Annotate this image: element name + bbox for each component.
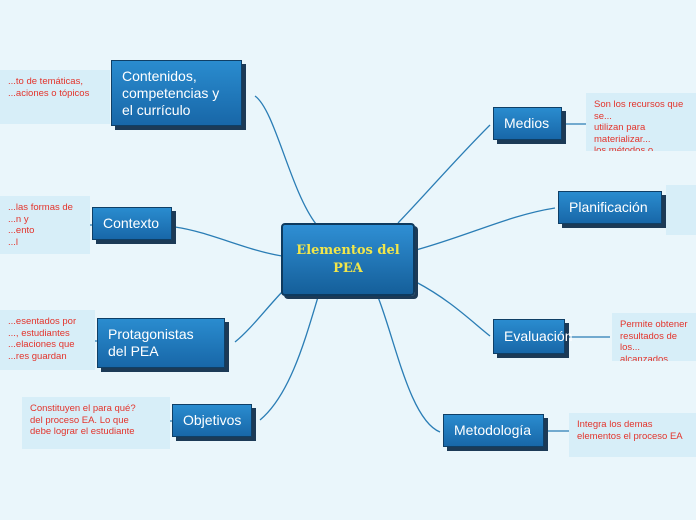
topic-medios[interactable]: Medios: [493, 107, 562, 140]
topic-metodologia[interactable]: Metodología: [443, 414, 544, 447]
topic-evaluacion[interactable]: Evaluación: [493, 319, 573, 354]
central-topic[interactable]: Elementos del PEA: [281, 223, 415, 296]
connector-objetivos: [259, 296, 319, 421]
note-evaluacion: Permite obtener resultados de los... alc…: [612, 313, 696, 361]
note-objetivos: Constituyen el para qué? del proceso EA.…: [22, 397, 170, 449]
connector-evaluacion: [415, 281, 491, 337]
topic-metodologia-label: Metodología: [454, 422, 532, 438]
note-metodologia: Integra los demas elementos el proceso E…: [569, 413, 696, 457]
connector-protagonistas: [234, 291, 283, 343]
note-protagonistas: ...esentados por ..., estudiantes ...ela…: [0, 310, 95, 370]
connector-planificacion: [415, 207, 556, 251]
topic-planificacion[interactable]: Planificación: [558, 191, 662, 224]
topic-protagonistas[interactable]: Protagonistas del PEA: [97, 318, 225, 368]
topic-planificacion-label: Planificación: [569, 199, 648, 215]
topic-evaluacion-label: Evaluación: [504, 328, 573, 344]
topic-objetivos-label: Objetivos: [183, 412, 242, 428]
note-planificacion: [666, 185, 696, 235]
connector-contenidos: [254, 95, 317, 225]
central-topic-title: Elementos del PEA: [296, 242, 400, 276]
connector-metodologia: [377, 296, 441, 433]
topic-contenidos-label: Contenidos, competencias y el currículo: [122, 67, 220, 118]
topic-objetivos[interactable]: Objetivos: [172, 404, 252, 437]
note-contexto: ...las formas de ...n y ...ento ...l: [0, 196, 90, 254]
topic-contexto[interactable]: Contexto: [92, 207, 172, 240]
topic-contexto-label: Contexto: [103, 215, 160, 231]
note-medios: Son los recursos que se... utilizan para…: [586, 93, 696, 151]
topic-contenidos[interactable]: Contenidos, competencias y el currículo: [111, 60, 242, 126]
topic-medios-label: Medios: [504, 115, 550, 131]
connector-medios: [397, 124, 491, 224]
topic-protagonistas-label: Protagonistas del PEA: [108, 326, 194, 359]
connector-contexto: [174, 226, 283, 257]
note-contenidos: ...to de temáticas, ...aciones o tópicos: [0, 70, 110, 124]
